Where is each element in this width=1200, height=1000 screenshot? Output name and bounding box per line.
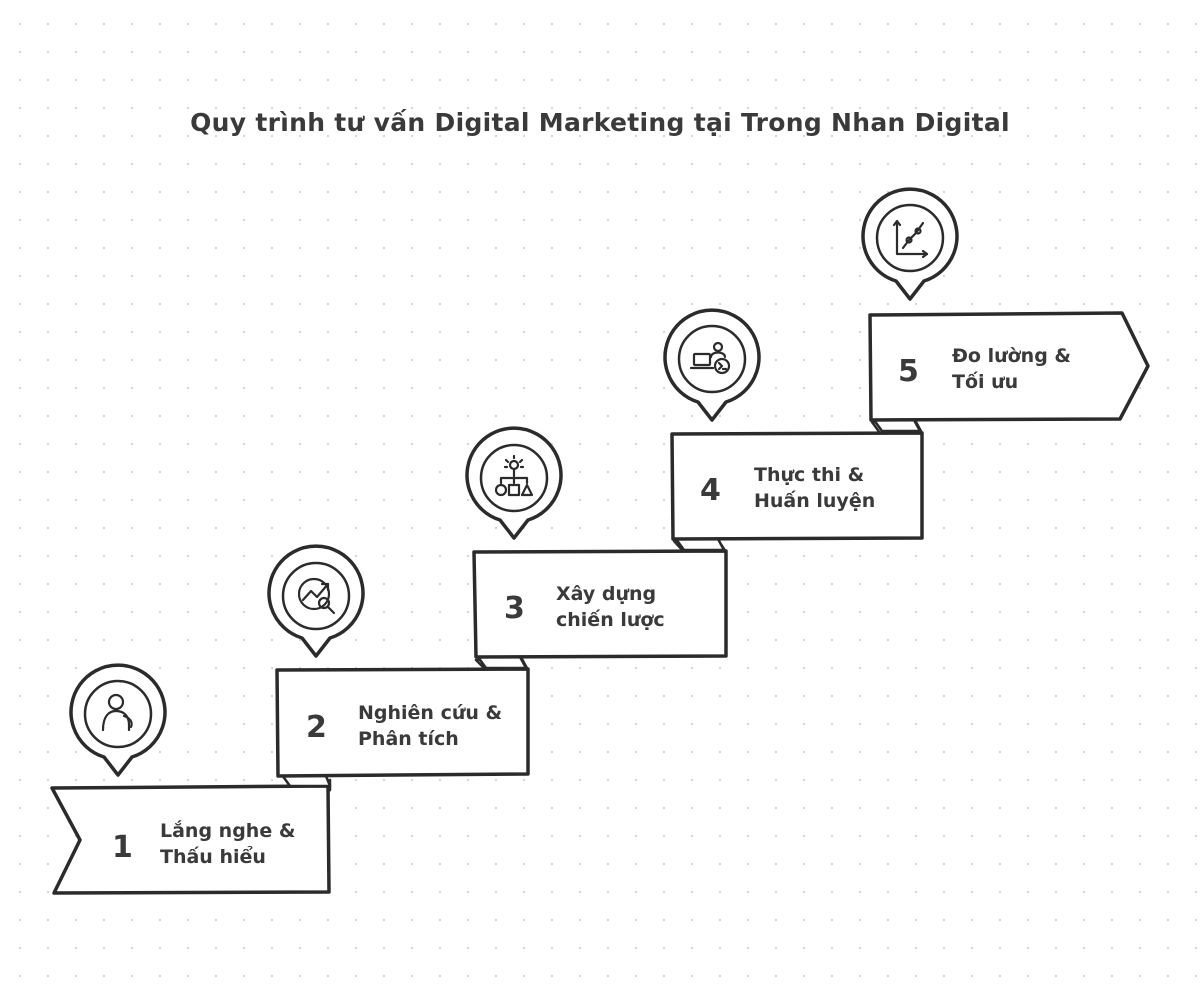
step-4-label-line1: Thực thi & bbox=[754, 464, 864, 486]
strategy-icon bbox=[494, 454, 534, 497]
step-4-box bbox=[670, 431, 924, 541]
step-1-banner bbox=[50, 784, 331, 895]
step-5-number: 5 bbox=[898, 354, 919, 389]
execution-icon bbox=[689, 341, 731, 375]
step-2-box bbox=[275, 667, 530, 778]
step-5-label-line1: Đo lường & bbox=[952, 345, 1071, 367]
step-1-number: 1 bbox=[112, 830, 133, 865]
step-1-icon-ring bbox=[83, 679, 153, 749]
step-1-label-line2: Thấu hiểu bbox=[160, 845, 266, 868]
step-5-label-line2: Tối ưu bbox=[952, 370, 1018, 393]
step-3: 3 Xây dựng chiến lược bbox=[465, 426, 728, 670]
person-listening-icon bbox=[101, 693, 133, 732]
step-3-label-line2: chiến lược bbox=[556, 608, 665, 631]
step-3-box bbox=[472, 549, 728, 659]
step-1-label-line1: Lắng nghe & bbox=[160, 819, 295, 842]
step-3-number: 3 bbox=[504, 591, 525, 626]
line-chart-icon bbox=[892, 219, 929, 259]
step-3-label-line1: Xây dựng bbox=[556, 583, 656, 605]
analysis-magnifier-icon bbox=[297, 577, 336, 615]
step-4: 4 Thực thi & Huấn luyện bbox=[663, 308, 924, 552]
step-4-label-line2: Huấn luyện bbox=[754, 489, 875, 512]
step-2-label-line2: Phân tích bbox=[358, 728, 459, 750]
step-2-label-line1: Nghiên cứu & bbox=[358, 702, 502, 724]
step-2: 2 Nghiên cứu & Phân tích bbox=[267, 544, 530, 788]
step-5-banner bbox=[868, 311, 1150, 422]
step-4-number: 4 bbox=[700, 473, 721, 508]
step-5: 5 Đo lường & Tối ưu bbox=[861, 187, 1150, 433]
diagram-title: Quy trình tư vấn Digital Marketing tại T… bbox=[190, 108, 1010, 137]
step-1: 1 Lắng nghe & Thấu hiểu bbox=[50, 663, 332, 895]
step-2-number: 2 bbox=[306, 710, 327, 745]
step-4-icon-ring bbox=[677, 324, 747, 394]
